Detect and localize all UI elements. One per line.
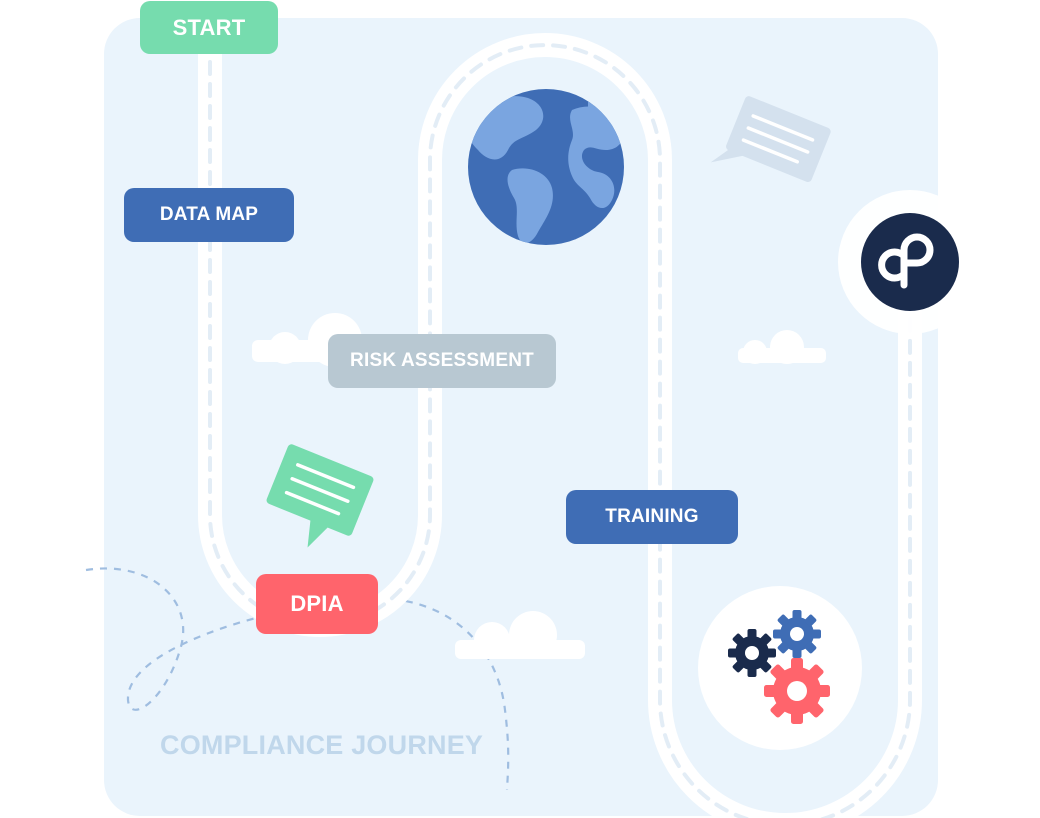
cloud-icon bbox=[738, 330, 826, 364]
brand-logo-icon bbox=[838, 190, 982, 334]
milestone-dpia: DPIA bbox=[256, 574, 378, 634]
milestone-training: TRAINING bbox=[566, 490, 738, 544]
milestone-risk-assessment: RISK ASSESSMENT bbox=[328, 334, 556, 388]
cloud-icon bbox=[455, 611, 585, 659]
milestone-data-map: DATA MAP bbox=[124, 188, 294, 242]
journey-caption: COMPLIANCE JOURNEY bbox=[160, 730, 484, 760]
chat-bubble-icon bbox=[710, 96, 831, 182]
globe-icon bbox=[468, 89, 624, 245]
dashed-trail bbox=[85, 567, 510, 791]
milestone-start: START bbox=[140, 1, 278, 54]
chat-bubble-icon bbox=[266, 444, 374, 548]
gears-icon bbox=[698, 586, 862, 750]
